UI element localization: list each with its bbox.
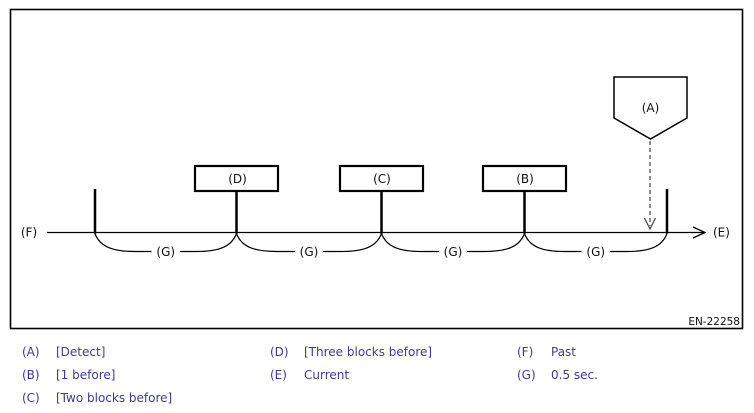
legend-item-a: (A) [Detect]: [22, 341, 172, 364]
legend-text: Current: [304, 368, 350, 382]
interval-brace-3: (G): [380, 233, 526, 259]
legend-item-e: (E) Current: [270, 364, 432, 387]
block-box-d: (D): [193, 164, 280, 193]
block-label-d: (D): [228, 172, 247, 186]
interval-label: (G): [300, 245, 319, 259]
legend-text: 0.5 sec.: [551, 368, 598, 382]
legend-item-f: (F) Past: [517, 341, 598, 364]
detect-marker: (A): [613, 76, 688, 231]
interval-brace-2: (G): [235, 233, 383, 259]
pentagon-pointer-shape: [613, 76, 688, 140]
block-label-c: (C): [373, 172, 391, 186]
legend-text: Past: [551, 345, 577, 359]
block-box-c: (C): [338, 164, 425, 193]
block-label-b: (B): [516, 172, 534, 186]
detect-arrowhead-icon: [643, 217, 657, 231]
legend-item-c: (C) [Two blocks before]: [22, 387, 172, 410]
legend-column-3: (F) Past (G) 0.5 sec.: [517, 341, 598, 387]
legend-item-b: (B) [1 before]: [22, 364, 172, 387]
legend-key: (A): [22, 345, 40, 359]
legend-text: [Three blocks before]: [304, 345, 433, 359]
current-label: (E): [713, 226, 730, 240]
interval-label: (G): [156, 245, 175, 259]
legend-key: (E): [270, 368, 287, 382]
legend-text: [1 before]: [56, 368, 116, 382]
legend-key: (F): [517, 345, 534, 359]
interval-brace-4: (G): [523, 233, 668, 259]
legend-item-d: (D) [Three blocks before]: [270, 341, 432, 364]
legend-key: (G): [517, 368, 536, 382]
interval-label: (G): [444, 245, 463, 259]
detect-marker-label: (A): [642, 101, 660, 115]
interval-label: (G): [586, 245, 605, 259]
legend-text: [Detect]: [56, 345, 106, 359]
legend-key: (C): [22, 391, 40, 405]
legend-text: [Two blocks before]: [56, 391, 173, 405]
legend-item-g: (G) 0.5 sec.: [517, 364, 598, 387]
block-box-b: (B): [481, 164, 568, 193]
legend-key: (B): [22, 368, 40, 382]
legend-column-2: (D) [Three blocks before] (E) Current: [270, 341, 432, 387]
past-label: (F): [21, 226, 37, 240]
timeline-arrowhead-icon: [692, 226, 707, 239]
interval-brace-1: (G): [94, 233, 238, 259]
legend-column-1: (A) [Detect] (B) [1 before] (C) [Two blocks…: [22, 341, 172, 410]
figure-code: EN-22258: [688, 316, 740, 328]
legend-key: (D): [270, 345, 289, 359]
